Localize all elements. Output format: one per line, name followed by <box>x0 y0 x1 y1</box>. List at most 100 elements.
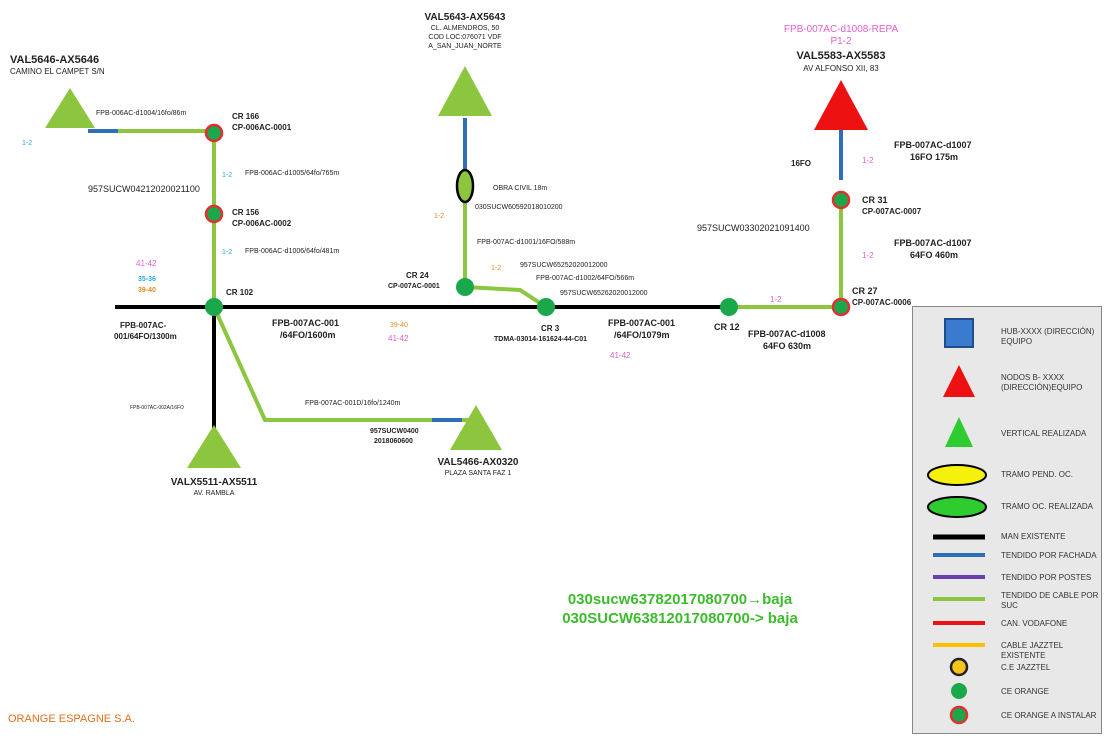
nodo-val5583-icon <box>814 80 868 130</box>
cable-d1008-label-1: FPB-007AC-d1008 <box>748 329 826 339</box>
legend-label-tramo-pend: TRAMO PEND. OC. <box>1001 470 1074 479</box>
legend-row-orange-ce: CE ORANGE <box>913 671 1103 711</box>
green-ellipse-icon <box>927 496 987 518</box>
legend-row-suc: TENDIDO DE CABLE POR SUC <box>913 579 1103 619</box>
green-triangle-icon <box>945 417 973 447</box>
cr24-node-icon <box>456 278 474 296</box>
suc-c-label-2: 2018060600 <box>374 438 413 445</box>
val5583-p12: P1-2 <box>830 36 852 47</box>
fpb-right-label-2: /64FO/1079m <box>614 330 670 340</box>
cable-d1006-label: FPB-006AC-d1006/64fo/481m <box>245 248 339 255</box>
tag-12-orange-2: 1-2 <box>491 265 501 272</box>
legend-label-tramo-realizada: TRAMO OC. REALIZADA <box>1001 502 1094 511</box>
legend-row-vodafone: CAN. VODAFONE <box>913 603 1103 643</box>
black-line-icon <box>933 534 985 540</box>
legend-row-tramo-pend: TRAMO PEND. OC. <box>913 455 1103 495</box>
suc-c-label-1: 957SUCW0400 <box>370 428 419 435</box>
cable-d1007b-label-2: 64FO 460m <box>910 250 958 260</box>
fo16-label: 16FO <box>791 159 811 168</box>
legend-label-orange-ce: CE ORANGE <box>1001 687 1050 696</box>
cr3-node-icon <box>537 298 555 316</box>
cr24-label: CR 24 <box>406 271 429 280</box>
cr12-label: CR 12 <box>714 322 740 332</box>
cable-d1005-label: FPB-006AC-d1005/64fo/765m <box>245 170 339 177</box>
cable-d1002 <box>464 285 548 309</box>
cr3-label: CR 3 <box>541 324 560 333</box>
vertical-val5643-icon <box>438 66 492 116</box>
purple-line-icon <box>933 575 985 579</box>
val5643-addr1: CL. ALMENDROS, 50 <box>431 25 500 32</box>
legend-row-man: MAN EXISTENTE <box>913 517 1103 557</box>
legend-row-postes: TENDIDO POR POSTES <box>913 557 1103 597</box>
cr166-code: CP-006AC-0001 <box>232 123 292 132</box>
cable-d1007a-label-1: FPB-007AC-d1007 <box>894 140 972 150</box>
val5643-addr3: A_SAN_JUAN_NORTE <box>428 43 502 50</box>
orange-circle-icon <box>951 683 967 699</box>
fpb-mid-label-2: /64FO/1600m <box>280 330 336 340</box>
cable-d1008-label-2: 64FO 630m <box>763 341 811 351</box>
legend-row-vertical: VERTICAL REALIZADA <box>913 411 1103 451</box>
baja-notes: 030sucw63782017080700→baja 030SUCW638120… <box>520 590 840 628</box>
tag-12-pink-1: 1-2 <box>862 156 874 165</box>
val5583-repa: FPB-007AC-d1008-REPA <box>784 24 899 35</box>
tag-12-left: 1-2 <box>22 140 32 147</box>
suc1-label: 957SUCW04212020021100 <box>88 184 200 194</box>
cable-002a-label: FPB-007AC-002A/16FO <box>130 405 184 411</box>
val5466-name: VAL5466-AX0320 <box>438 457 519 468</box>
val5583-name: VAL5583-AX5583 <box>796 50 885 62</box>
legend-row-tramo-realizada: TRAMO OC. REALIZADA <box>913 487 1103 527</box>
cr31-code: CP-007AC-0007 <box>862 207 922 216</box>
company-footer: ORANGE ESPAGNE S.A. <box>8 713 135 725</box>
fpb-left-label-2: 001/64FO/1300m <box>114 332 177 341</box>
jazztel-circle-icon <box>949 657 969 677</box>
legend-label-man: MAN EXISTENTE <box>1001 532 1066 541</box>
cr166-node-icon <box>204 123 224 143</box>
cr156-node-icon <box>204 204 224 224</box>
legend-label-fachada: TENDIDO POR FACHADA <box>1001 551 1097 560</box>
legend-label-postes: TENDIDO POR POSTES <box>1001 573 1092 582</box>
legend-label-vertical: VERTICAL REALIZADA <box>1001 429 1087 438</box>
fpb-left-label-1: FPB-007AC- <box>120 321 167 330</box>
legend-label-hub: HUB-XXXX (DIRECCIÓN) EQUIPO <box>1001 327 1095 346</box>
legend-row-jazztel-cable: CABLE JAZZTEL EXISTENTE <box>913 625 1103 665</box>
cr3-code: TDMA-03014-161624-44-C01 <box>494 336 587 343</box>
suc-cables <box>116 129 843 422</box>
suc-d-label: 957SUCW03302021091400 <box>697 223 810 233</box>
tag-12-orange-1: 1-2 <box>434 213 444 220</box>
cable-d1001-label: FPB-007AC-d1001/16FO/588m <box>477 239 575 246</box>
cr31-node-icon <box>831 190 851 210</box>
suc-b-label: 957SUCW65262020012000 <box>560 290 648 297</box>
obra-civil-icon <box>455 168 475 204</box>
legend-label-vodafone: CAN. VODAFONE <box>1001 619 1068 628</box>
valx5511-name: VALX5511-AX5511 <box>171 477 258 488</box>
cable-d1002-label: FPB-007AC-d1002/64FO/566m <box>536 275 634 282</box>
fpb-mid-label-1: FPB-007AC-001 <box>272 318 339 328</box>
val5643-name: VAL5643-AX5643 <box>425 12 506 23</box>
legend-label-nodo: NODOS B- XXXX (DIRECCIÓN)EQUIPO <box>1001 373 1083 392</box>
tag-12-pink-2: 1-2 <box>862 251 874 260</box>
green-line-icon <box>933 597 985 601</box>
cr31-label: CR 31 <box>862 195 888 205</box>
legend: HUB-XXXX (DIRECCIÓN) EQUIPO NODOS B- XXX… <box>912 306 1102 734</box>
cable-d1004-label: FPB-006AC-d1004/16fo/86m <box>96 110 186 117</box>
val5643-addr2: COD LOC:076071 VDF <box>428 34 501 41</box>
val5646-addr: CAMINO EL CAMPET S/N <box>10 67 105 76</box>
cable-001d-label: FPB-007AC-001D/16fo/1240m <box>305 400 400 407</box>
val5466-addr: PLAZA SANTA FAZ 1 <box>445 470 512 477</box>
red-line-icon <box>933 621 985 625</box>
tag-3940-b: 39-40 <box>390 322 408 329</box>
tag-12-pink-3: 1-2 <box>770 295 782 304</box>
vertical-val5466-icon <box>450 405 502 450</box>
tag-12-cyan-1: 1-2 <box>222 172 232 179</box>
cr27-code: CP-007AC-0006 <box>852 298 912 307</box>
cable-d1007a-label-2: 16FO 175m <box>910 152 958 162</box>
cr156-code: CP-006AC-0002 <box>232 219 292 228</box>
tag-3940-a: 39-40 <box>138 287 156 294</box>
cr12-node-icon <box>720 298 738 316</box>
obra-civil-code: 030SUCW60592018010200 <box>475 204 563 211</box>
red-triangle-icon <box>943 365 975 397</box>
valx5511-addr: AV. RAMBLA <box>194 490 235 497</box>
legend-label-jazztel-ce: C.E JAZZTEL <box>1001 663 1051 672</box>
legend-row-jazztel-ce: C.E JAZZTEL <box>913 647 1103 687</box>
